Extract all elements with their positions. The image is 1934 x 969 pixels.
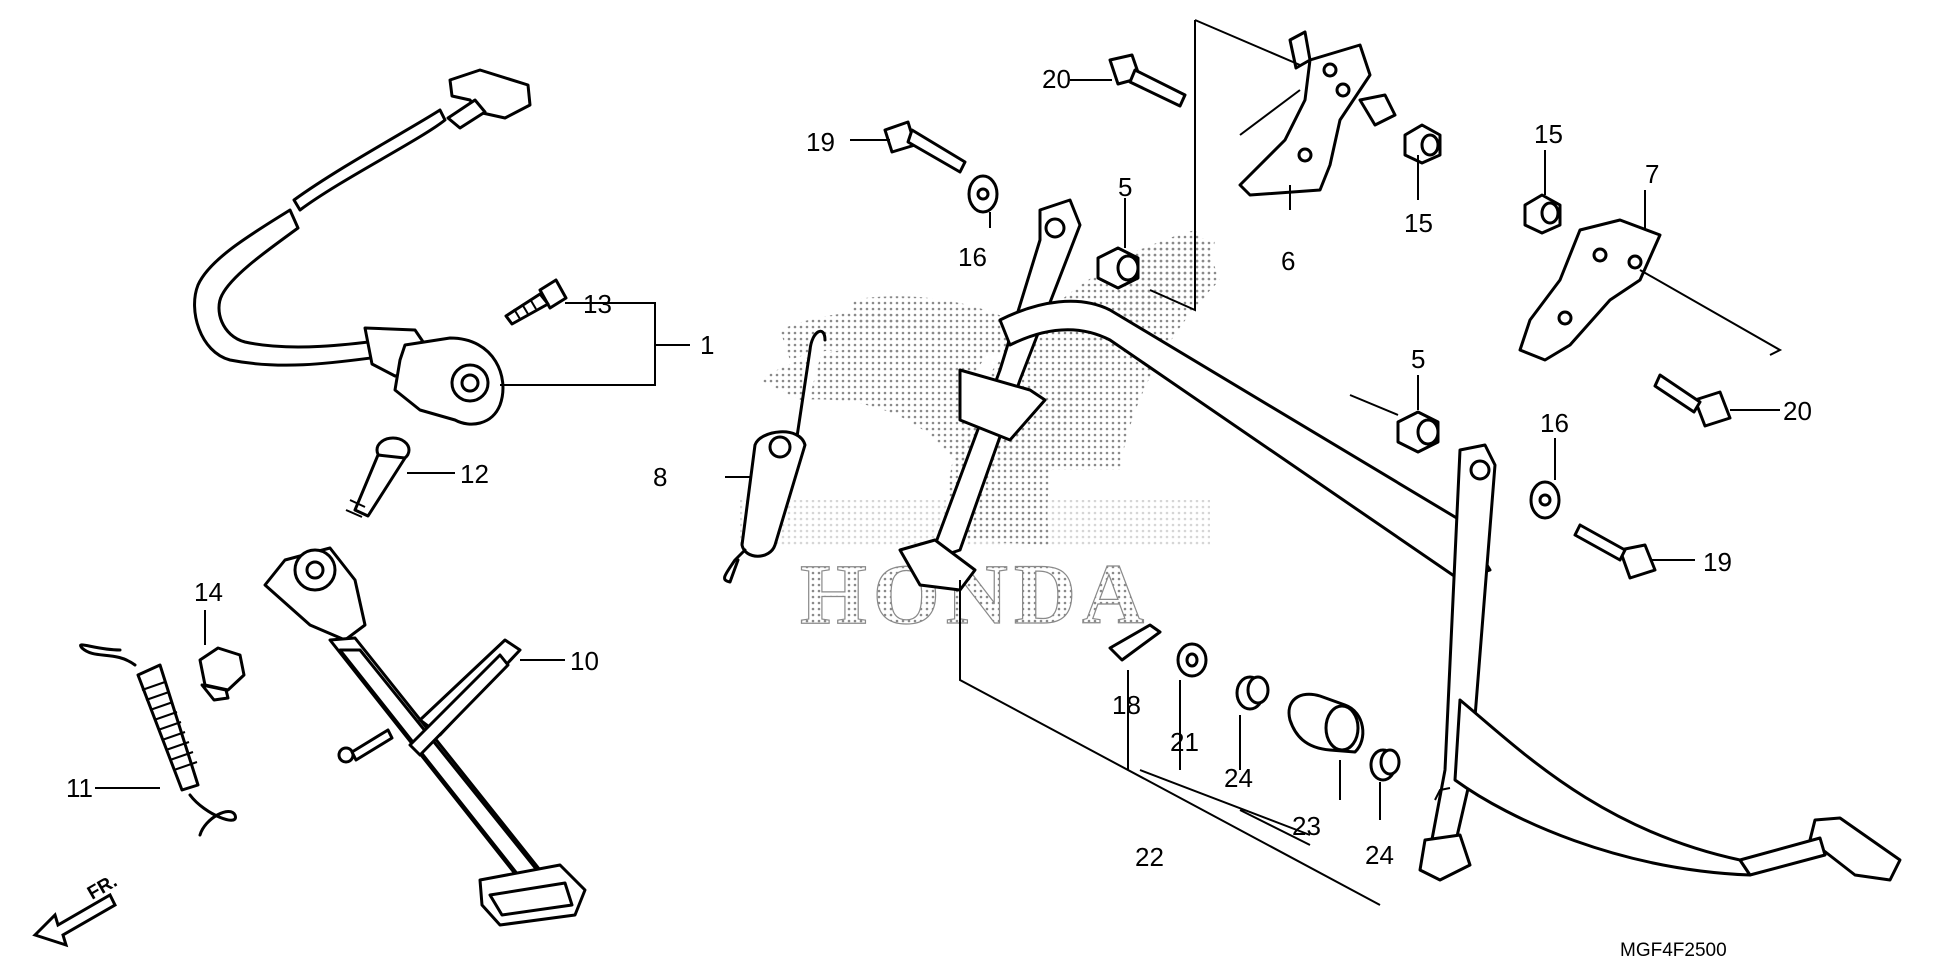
callout-6: 6 bbox=[1281, 246, 1295, 276]
callout-20-lower: 20 bbox=[1783, 396, 1812, 426]
honda-wing-watermark bbox=[740, 230, 1220, 545]
collar-24-upper bbox=[1235, 675, 1270, 711]
callout-10: 10 bbox=[570, 646, 599, 676]
callout-13: 13 bbox=[583, 289, 612, 319]
bolt-19-upper bbox=[883, 120, 967, 174]
callout-19-upper: 19 bbox=[806, 127, 835, 157]
callout-20-upper: 20 bbox=[1042, 64, 1071, 94]
bracket-7 bbox=[1518, 218, 1662, 362]
nut-14 bbox=[198, 646, 246, 702]
washer-16-lower bbox=[1529, 480, 1561, 520]
callout-7: 7 bbox=[1645, 159, 1659, 189]
side-stand-10 bbox=[263, 546, 587, 927]
spring-11 bbox=[79, 643, 237, 837]
callout-18: 18 bbox=[1112, 690, 1141, 720]
spring-8 bbox=[723, 329, 827, 584]
callout-16-upper: 16 bbox=[958, 242, 987, 272]
pivot-bolt-12 bbox=[345, 436, 411, 518]
callout-16-lower: 16 bbox=[1540, 408, 1569, 438]
cotter-pin-18 bbox=[1108, 623, 1162, 662]
callout-22: 22 bbox=[1135, 842, 1164, 872]
side-stand-switch bbox=[193, 68, 532, 426]
front-direction-arrow-icon bbox=[32, 892, 117, 948]
direction-label: FR. bbox=[84, 871, 121, 904]
leader-lines bbox=[95, 19, 1783, 906]
bushing-23 bbox=[1287, 692, 1365, 754]
nut-5-upper bbox=[1096, 246, 1140, 290]
callout-1: 1 bbox=[700, 330, 714, 360]
washer-21 bbox=[1176, 642, 1208, 678]
callout-24-lower: 24 bbox=[1365, 840, 1394, 870]
bracket-6 bbox=[1238, 30, 1397, 197]
nut-15-upper bbox=[1403, 123, 1442, 165]
callout-12: 12 bbox=[460, 459, 489, 489]
callout-21: 21 bbox=[1170, 727, 1199, 757]
bolt-20-upper bbox=[1108, 53, 1187, 108]
bolt-19-lower bbox=[1573, 523, 1657, 580]
bolt-20-lower bbox=[1653, 373, 1732, 428]
nut-5-lower bbox=[1396, 410, 1440, 454]
nut-15-lower bbox=[1523, 193, 1562, 235]
washer-16-upper bbox=[967, 174, 999, 214]
callout-14: 14 bbox=[194, 577, 223, 607]
callout-24-upper: 24 bbox=[1224, 763, 1253, 793]
collar-24-lower bbox=[1369, 748, 1401, 782]
callout-19-lower: 19 bbox=[1703, 547, 1732, 577]
callout-labels: 1 5 5 6 7 8 10 11 12 13 14 15 15 16 16 1… bbox=[66, 64, 1812, 872]
callout-5-lower: 5 bbox=[1411, 344, 1425, 374]
callout-23: 23 bbox=[1292, 811, 1321, 841]
main-stand bbox=[898, 198, 1902, 882]
callout-8: 8 bbox=[653, 462, 667, 492]
bolt-13 bbox=[504, 278, 568, 326]
callout-15-right: 15 bbox=[1534, 119, 1563, 149]
callout-11: 11 bbox=[66, 773, 93, 803]
callout-15-left: 15 bbox=[1404, 208, 1433, 238]
drawing-code: MGF4F2500 bbox=[1620, 940, 1727, 961]
honda-watermark-text: HONDA bbox=[800, 546, 1150, 642]
callout-5-upper: 5 bbox=[1118, 172, 1132, 202]
